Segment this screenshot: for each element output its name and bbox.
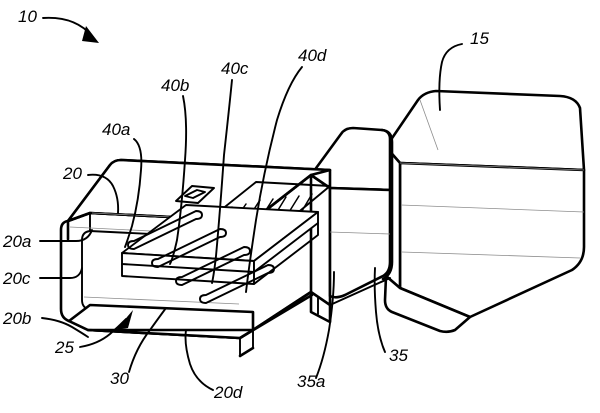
- leader-contact-40c: [211, 79, 233, 284]
- label-contact-40a: 40a: [102, 120, 130, 139]
- label-shell: 20: [62, 164, 82, 183]
- leader-insulator-tongue: [128, 307, 167, 373]
- leader-overmold-collar: [373, 267, 386, 353]
- reference-numerals: 10 15 20 20a 20c 20b 25 30 20d 40a 40b 4…: [2, 7, 489, 402]
- label-shell-top-wall: 20a: [2, 232, 31, 251]
- overmold-edge-hairline-3: [401, 251, 581, 259]
- shell-detent-dimple: [175, 185, 215, 204]
- leader-contact-40a: [124, 138, 143, 248]
- overmold-edge-hairline-2: [400, 204, 585, 213]
- overmold-edge-hairline-1: [399, 162, 585, 171]
- label-contact-40c: 40c: [221, 59, 249, 78]
- leader-overmold-collar-face: [315, 271, 335, 379]
- leader-shell-bottom-wall: [41, 317, 89, 338]
- label-overmold-collar: 35: [389, 346, 408, 365]
- leader-contact-40d: [245, 66, 303, 293]
- leader-shell-rear-edge: [184, 329, 214, 391]
- label-overmold-body: 15: [470, 29, 489, 48]
- leader-lines: [39, 16, 463, 391]
- label-shell-rear-edge: 20d: [213, 383, 243, 402]
- contact-pad-40b: [151, 228, 227, 268]
- label-insulator-tongue: 30: [110, 369, 129, 388]
- insulator-tongue: [121, 204, 319, 304]
- overmold-body: [383, 89, 586, 334]
- label-shell-opening: 25: [54, 338, 74, 357]
- label-shell-side-wall: 20c: [2, 269, 31, 288]
- leader-shell-opening: [79, 318, 127, 348]
- leader-shell-top-wall: [39, 229, 93, 242]
- label-contact-40d: 40d: [298, 46, 327, 65]
- contact-pad-40a: [127, 210, 203, 250]
- label-contact-40b: 40b: [161, 76, 189, 95]
- arrowhead-shell-opening: [116, 310, 133, 330]
- contact-pad-40c: [175, 246, 251, 286]
- label-overmold-collar-face: 35a: [297, 372, 325, 391]
- leader-shell: [87, 173, 120, 214]
- contact-pad-40d: [199, 264, 275, 304]
- leader-contact-40b: [169, 95, 188, 265]
- arrowhead-assembly: [82, 26, 99, 43]
- leader-shell-side-wall: [39, 267, 83, 279]
- label-shell-bottom-wall: 20b: [2, 309, 31, 328]
- shell-bottom-hairline: [83, 296, 240, 305]
- collar-face-hairline: [329, 231, 391, 235]
- label-assembly: 10: [18, 7, 37, 26]
- leader-overmold-body: [438, 43, 463, 111]
- overmold-corner-hairline: [419, 99, 439, 151]
- overmold-collar: [309, 126, 394, 307]
